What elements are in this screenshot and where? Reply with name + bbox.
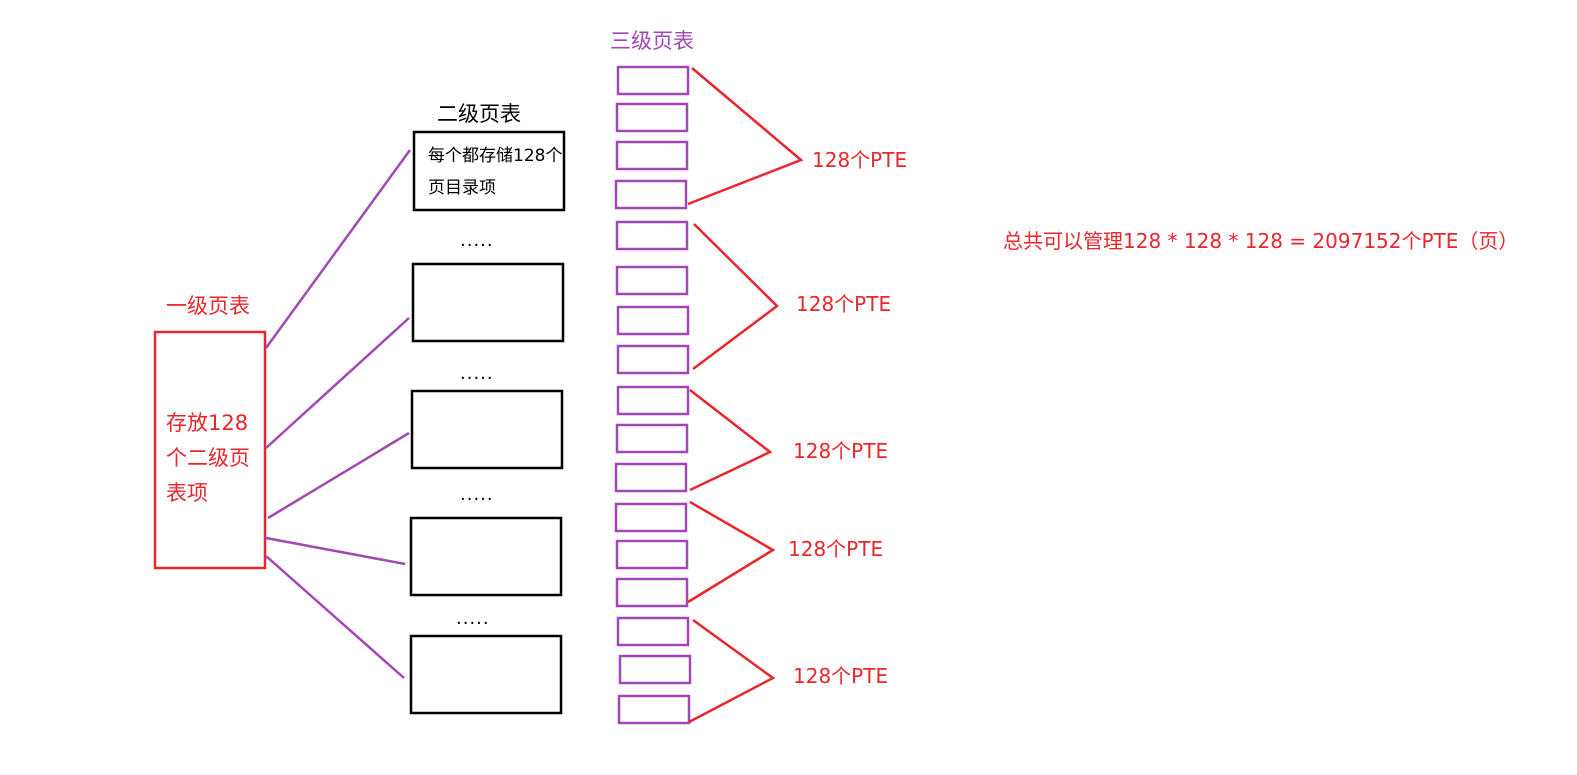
level3-entry xyxy=(615,539,689,570)
level3-entry xyxy=(616,616,690,647)
level3-entry xyxy=(614,502,688,533)
level3-entry xyxy=(616,65,690,96)
level3-entry xyxy=(616,344,690,375)
level3-entry xyxy=(614,179,688,210)
level3-entry xyxy=(615,265,689,296)
level2-box xyxy=(411,262,565,343)
pte-group-label: 128个PTE xyxy=(793,664,889,688)
level2-box xyxy=(409,516,563,597)
pte-group-label: 128个PTE xyxy=(796,292,892,316)
pte-group-label: 128个PTE xyxy=(788,537,884,561)
level3-entry xyxy=(615,102,689,133)
level2-title: 二级页表 xyxy=(437,102,521,126)
level2-box xyxy=(409,634,563,715)
level1-box xyxy=(153,330,267,570)
level2-box xyxy=(410,389,564,470)
pte-bracket xyxy=(689,389,773,492)
level3-entry xyxy=(617,694,691,725)
pte-bracket xyxy=(688,618,776,724)
ellipsis: ..... xyxy=(456,608,490,629)
ellipsis: ..... xyxy=(460,484,494,505)
level3-entry xyxy=(615,423,689,454)
l1-l2-connector xyxy=(267,431,410,520)
level3-title: 三级页表 xyxy=(610,29,694,53)
ellipsis: ..... xyxy=(460,363,494,384)
pte-bracket xyxy=(687,500,776,604)
level1-description: 存放128个二级页表项 xyxy=(166,411,250,505)
level3-entry xyxy=(618,654,692,685)
level3-entry xyxy=(615,220,689,251)
level3-entry xyxy=(615,140,689,171)
pte-bracket xyxy=(687,67,804,206)
pte-group-label: 128个PTE xyxy=(793,439,889,463)
level1-title: 一级页表 xyxy=(166,294,250,318)
pte-bracket xyxy=(692,223,779,370)
ellipsis: ..... xyxy=(460,230,494,251)
level3-entry xyxy=(614,462,688,493)
level2-description: 每个都存储128个页目录项 xyxy=(428,146,563,198)
level3-entry xyxy=(615,577,689,608)
l1-l2-connector xyxy=(265,555,405,679)
level3-entry xyxy=(616,385,690,416)
l1-l2-connector xyxy=(265,317,410,449)
level3-entry xyxy=(616,305,690,336)
l1-l2-connector xyxy=(264,149,412,349)
total-summary: 总共可以管理128 * 128 * 128 = 2097152个PTE（页） xyxy=(1003,229,1519,253)
level2-box xyxy=(412,130,566,212)
pte-group-label: 128个PTE xyxy=(812,148,908,172)
l1-l2-connector xyxy=(265,536,406,566)
